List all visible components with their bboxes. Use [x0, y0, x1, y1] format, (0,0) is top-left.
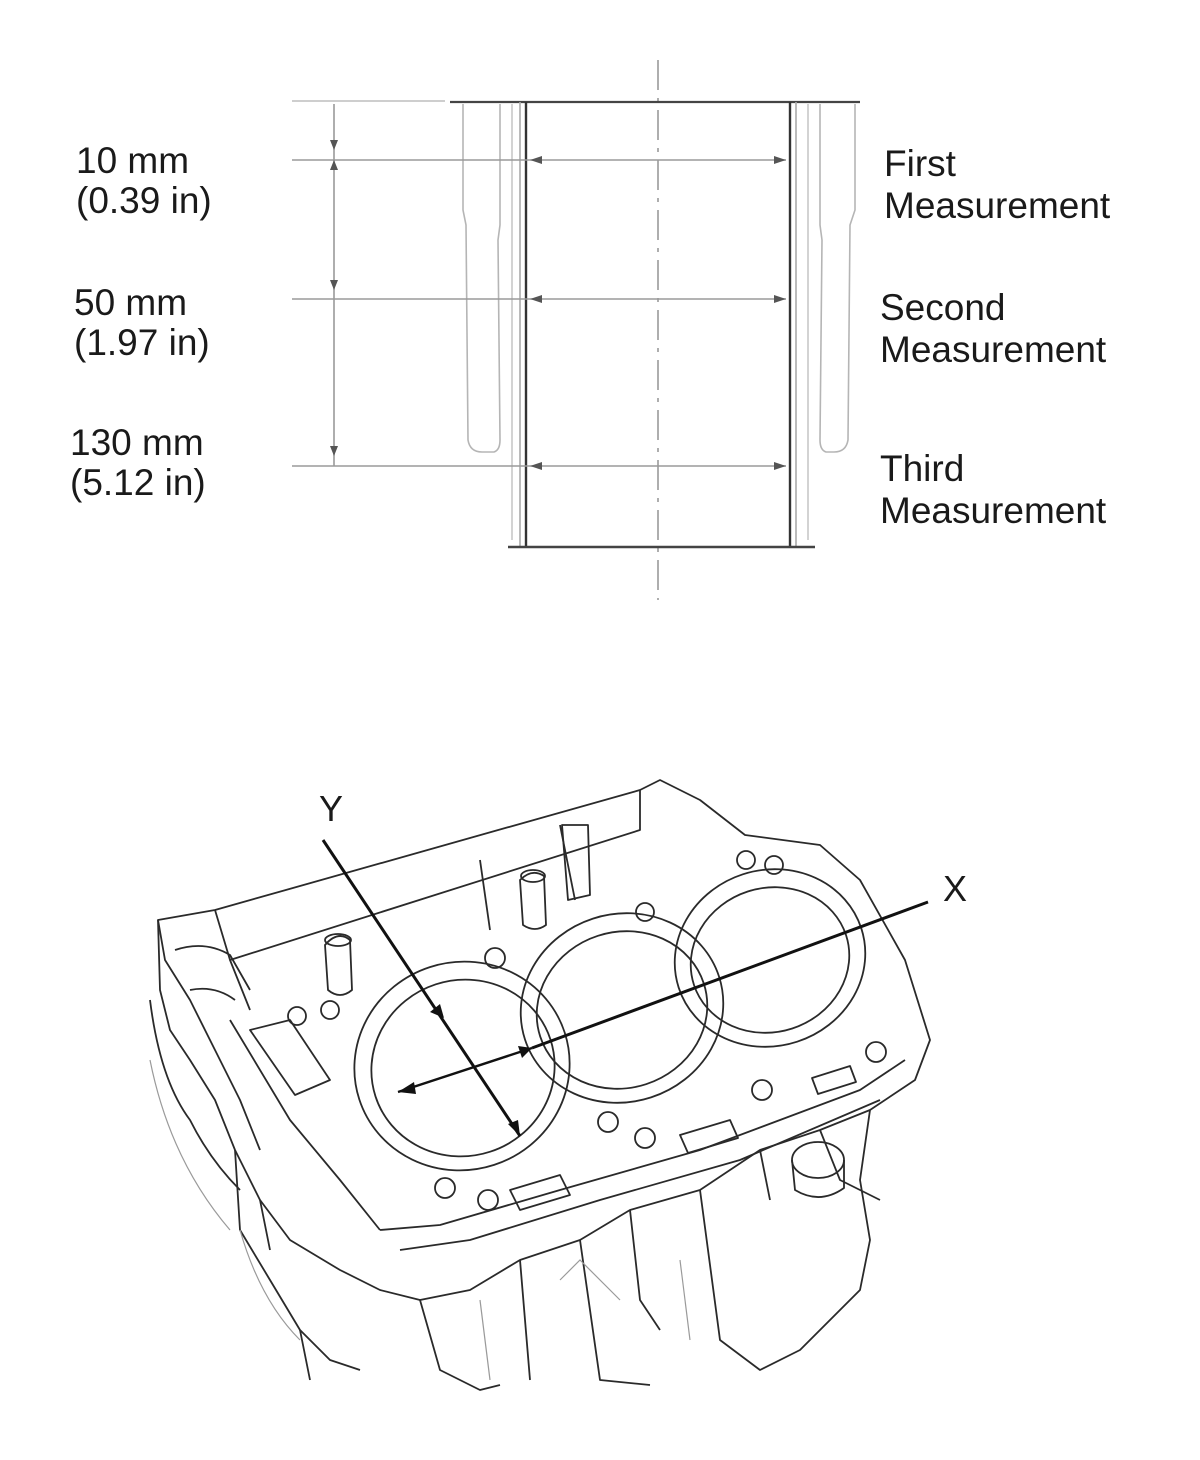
y-arrow-lower [508, 1120, 520, 1136]
axis-x-line [531, 900, 929, 1050]
bore-cross-section [292, 60, 860, 600]
x-arrow-right [518, 1046, 532, 1058]
left-water-jacket [462, 104, 501, 453]
measurement-label-third-1: Third [880, 448, 965, 489]
measurement-label-first-1: First [884, 143, 956, 184]
y-arrow-upper [430, 1004, 444, 1018]
cylinder-bore-1 [370, 978, 556, 1158]
depth-label-second-mm: 50 mm [74, 282, 188, 323]
depth-label-second-in: (1.97 in) [74, 322, 210, 363]
measurement-label-third-2: Measurement [880, 490, 1107, 531]
depth-label-first-mm: 10 mm [76, 140, 190, 181]
measurement-label-first-2: Measurement [884, 185, 1111, 226]
x-arrow-left [398, 1082, 416, 1094]
axis-y-label: Y [319, 788, 344, 829]
axis-x-label: X [943, 868, 968, 909]
axis-y-line [321, 839, 522, 1137]
measurement-label-second-1: Second [880, 287, 1006, 328]
measurement-label-second-2: Measurement [880, 329, 1107, 370]
block-deck-outline [157, 779, 931, 1301]
depth-label-first-in: (0.39 in) [76, 180, 212, 221]
axis-x-measure [397, 1046, 533, 1094]
depth-label-third-mm: 130 mm [70, 422, 204, 463]
depth-label-third-in: (5.12 in) [70, 462, 206, 503]
right-water-jacket [819, 104, 856, 453]
cylinder-bore-3 [689, 886, 851, 1034]
